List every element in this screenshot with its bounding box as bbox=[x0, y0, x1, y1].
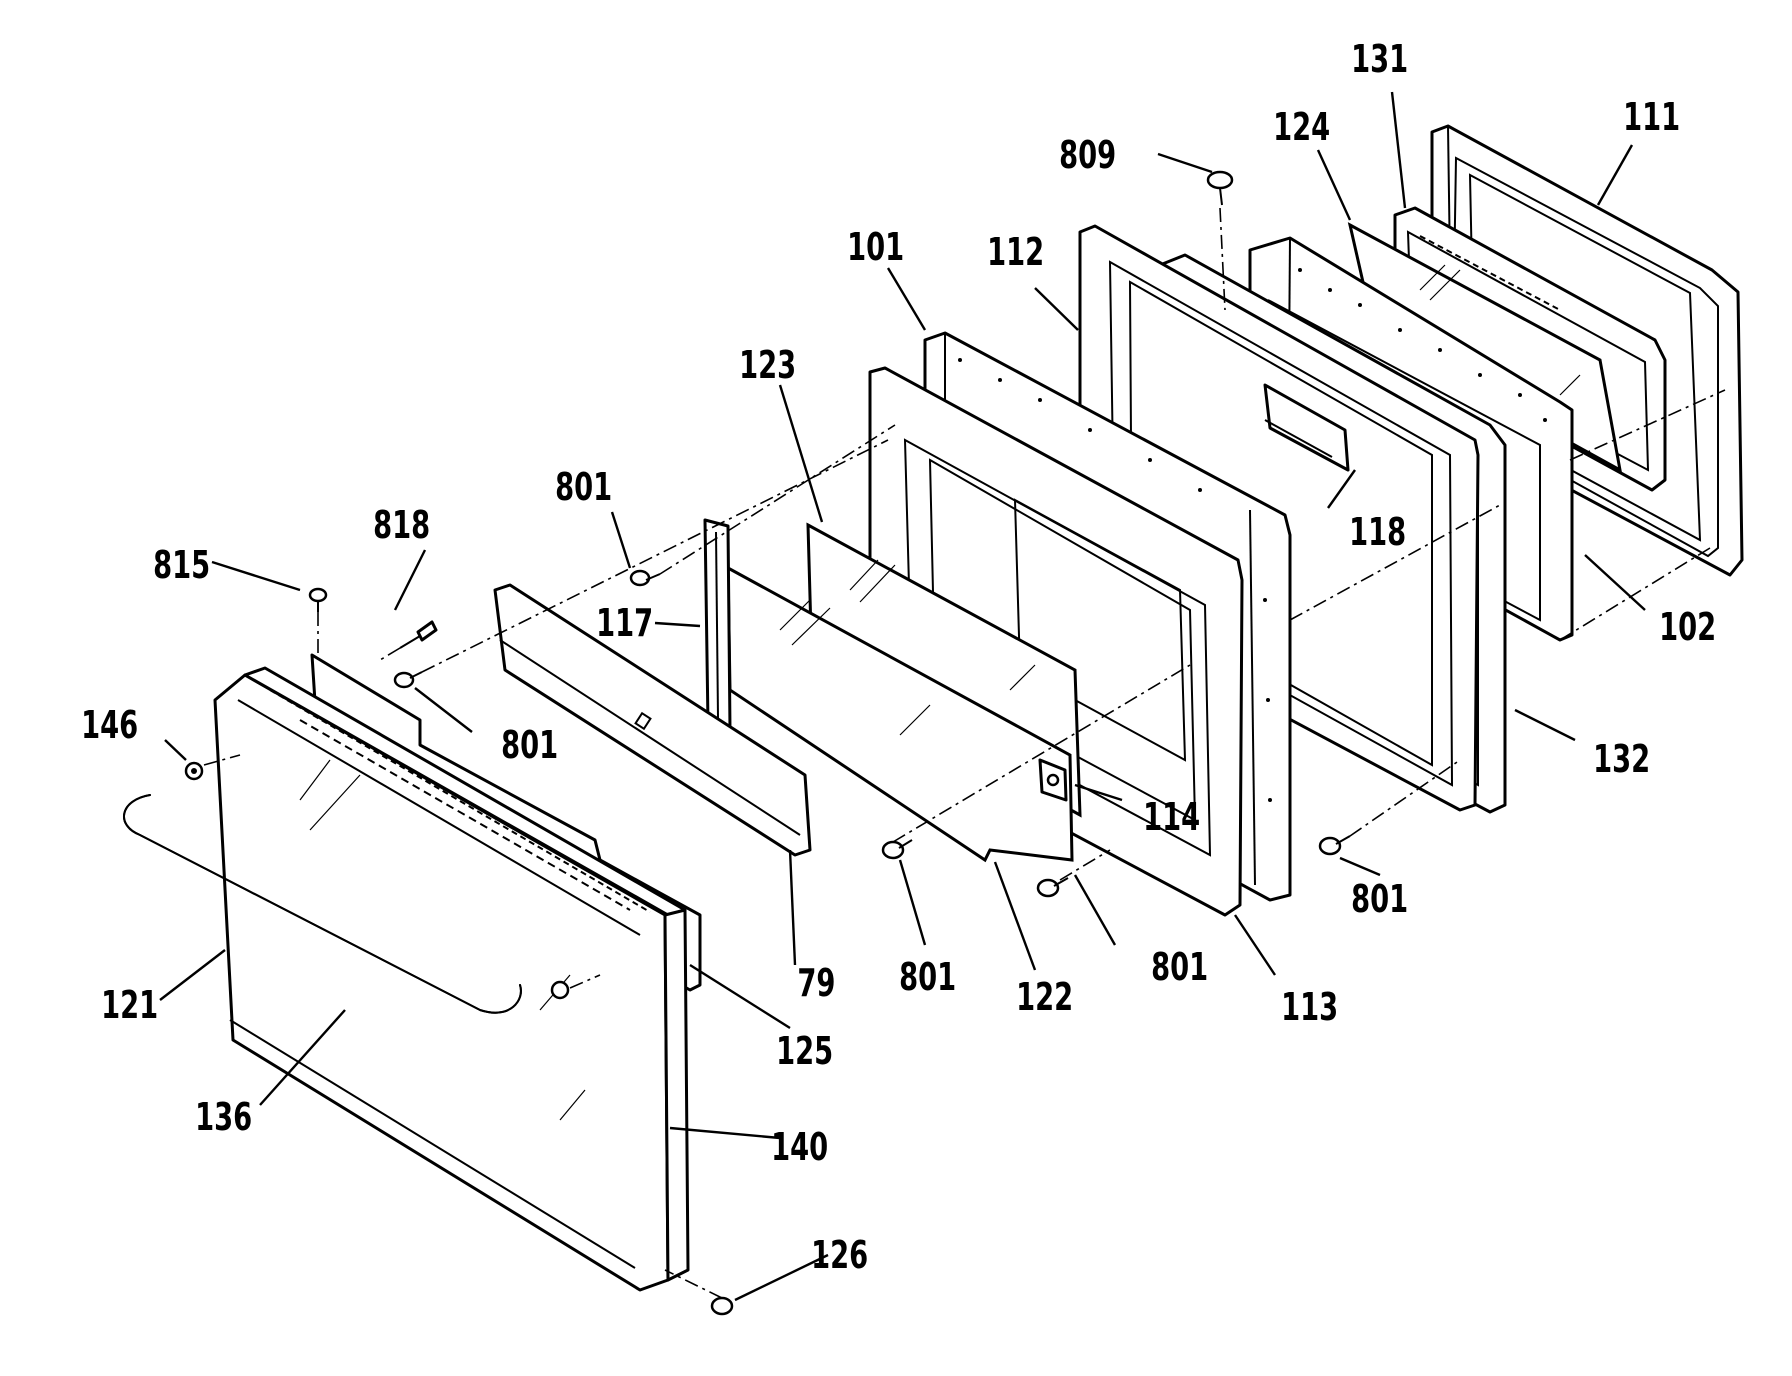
label-125: 125 bbox=[776, 1028, 833, 1073]
label-801-a: 801 bbox=[555, 464, 612, 509]
part-labels: 809 131 124 111 101 112 123 801 818 815 … bbox=[81, 36, 1716, 1277]
label-118: 118 bbox=[1349, 509, 1406, 554]
door-handle-part-136 bbox=[123, 794, 522, 1014]
label-111: 111 bbox=[1623, 94, 1680, 139]
outer-door-part-140 bbox=[213, 666, 690, 1292]
vent-slots bbox=[269, 689, 651, 913]
screw-801-d bbox=[881, 839, 913, 860]
nut-146 bbox=[184, 761, 204, 781]
nut-126 bbox=[710, 1296, 734, 1316]
label-801-c: 801 bbox=[1351, 876, 1408, 921]
label-809: 809 bbox=[1059, 132, 1116, 177]
label-124: 124 bbox=[1273, 104, 1330, 149]
label-102: 102 bbox=[1659, 604, 1716, 649]
screw-801-c bbox=[1318, 835, 1351, 856]
label-801-b: 801 bbox=[501, 722, 558, 767]
label-121: 121 bbox=[101, 982, 158, 1027]
label-114: 114 bbox=[1143, 794, 1200, 839]
assembly-guide-lines bbox=[203, 207, 1726, 1299]
label-818: 818 bbox=[373, 502, 430, 547]
label-131: 131 bbox=[1351, 36, 1408, 81]
screw-801-a bbox=[629, 569, 661, 587]
screw-818 bbox=[399, 620, 438, 649]
label-113: 113 bbox=[1281, 984, 1338, 1029]
label-79: 79 bbox=[797, 960, 835, 1005]
label-126: 126 bbox=[811, 1232, 868, 1277]
screw-801-e bbox=[1036, 877, 1069, 898]
screw-801-b bbox=[393, 671, 423, 689]
screw-809 bbox=[1206, 170, 1234, 206]
label-136: 136 bbox=[195, 1094, 252, 1139]
nut-146-b bbox=[550, 980, 570, 1000]
label-112: 112 bbox=[987, 229, 1044, 274]
screw-815 bbox=[308, 587, 328, 612]
label-140: 140 bbox=[771, 1124, 828, 1169]
label-801-e: 801 bbox=[1151, 944, 1208, 989]
label-122: 122 bbox=[1016, 974, 1073, 1019]
bracket-part-118 bbox=[1263, 383, 1350, 472]
bracket-part-117 bbox=[703, 518, 732, 732]
latch-plate-part-114 bbox=[1038, 758, 1068, 802]
label-132: 132 bbox=[1593, 736, 1650, 781]
label-123: 123 bbox=[739, 342, 796, 387]
leader-lines bbox=[159, 91, 1646, 1302]
channel-part-79 bbox=[493, 583, 812, 857]
label-815: 815 bbox=[153, 542, 210, 587]
label-117: 117 bbox=[596, 600, 653, 645]
label-101: 101 bbox=[847, 224, 904, 269]
label-801-d: 801 bbox=[899, 954, 956, 999]
label-146: 146 bbox=[81, 702, 138, 747]
